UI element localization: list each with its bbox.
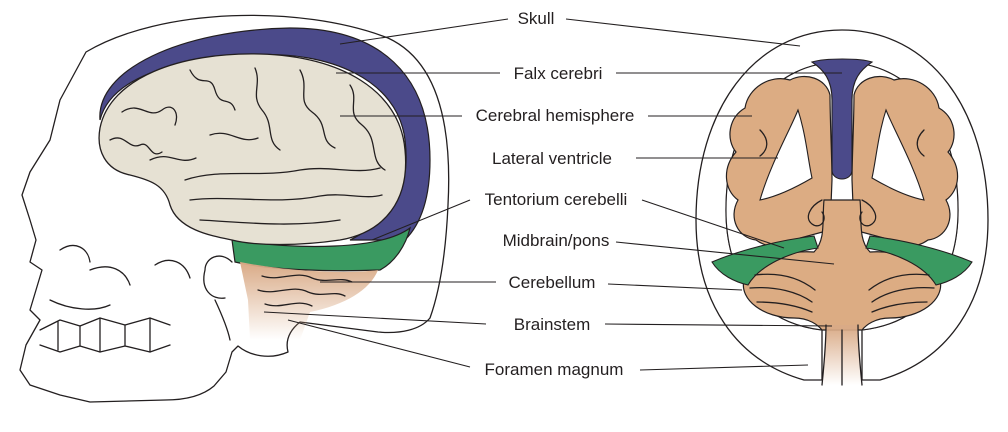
label-falx-cerebri: Falx cerebri — [514, 64, 603, 83]
leader-foramen-left — [288, 320, 470, 367]
leader-skull-left — [340, 19, 508, 44]
label-cerebral-hemisphere: Cerebral hemisphere — [476, 106, 635, 125]
label-tentorium-cerebelli: Tentorium cerebelli — [485, 190, 628, 209]
label-cerebellum: Cerebellum — [509, 273, 596, 292]
cerebral-hemisphere-lateral — [99, 54, 406, 245]
coronal-view — [696, 30, 988, 385]
label-foramen-magnum: Foramen magnum — [485, 360, 624, 379]
label-midbrain-pons: Midbrain/pons — [503, 231, 610, 250]
label-lateral-ventricle: Lateral ventricle — [492, 149, 612, 168]
label-brainstem: Brainstem — [514, 315, 591, 334]
cerebellum-lateral — [240, 262, 378, 340]
leader-cerebellum-right — [608, 284, 742, 290]
skull-details-lateral — [40, 246, 232, 352]
leader-skull-right — [566, 19, 800, 46]
leader-foramen-right — [640, 365, 808, 370]
label-skull: Skull — [518, 9, 555, 28]
